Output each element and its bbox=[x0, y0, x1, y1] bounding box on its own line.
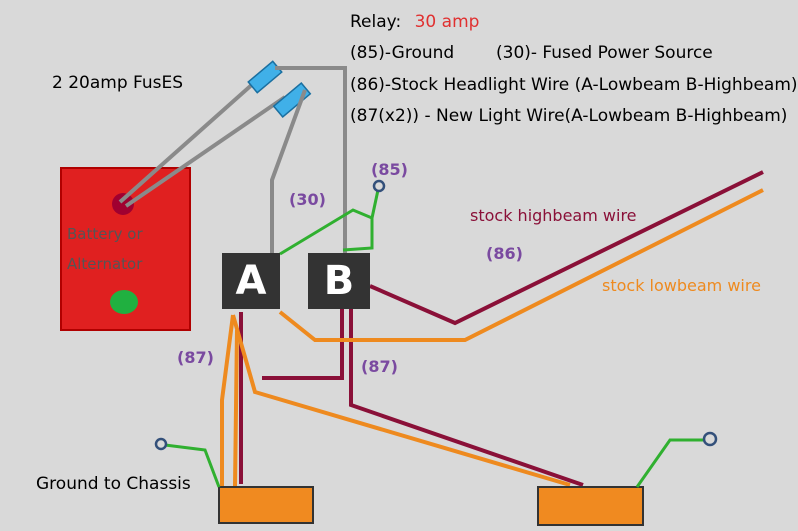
pin-87-right-label: (87) bbox=[361, 357, 398, 376]
legend-ground: (85)-Ground bbox=[350, 43, 455, 63]
battery-to-fuse2-wire bbox=[124, 95, 287, 208]
stock-lowbeam-wire bbox=[278, 188, 764, 342]
relay-b-highbeam-lamp-wire bbox=[349, 305, 584, 487]
battery-label-line1: Battery or bbox=[67, 225, 143, 243]
relay-ground-terminal bbox=[372, 179, 386, 193]
battery-to-fuse1-wire bbox=[118, 80, 257, 204]
legend-power: (30)- Fused Power Source bbox=[496, 43, 713, 63]
pin-86-label: (86) bbox=[486, 244, 523, 263]
legend-new-light: (87(x2)) - New Light Wire(A-Lowbeam B-Hi… bbox=[350, 106, 788, 126]
left-headlight bbox=[218, 486, 314, 524]
relay-a-lowbeam-87-wire bbox=[220, 314, 235, 486]
ground-chassis-label: Ground to Chassis bbox=[36, 474, 191, 494]
battery-positive-post bbox=[112, 193, 134, 215]
highbeam-wire-label: stock highbeam wire bbox=[470, 206, 637, 225]
battery-label-line2: Alternator bbox=[67, 255, 143, 273]
relay-a-lowbeam-short bbox=[233, 329, 239, 487]
relay-title-text: Relay: bbox=[350, 12, 402, 32]
relay-ground-wire bbox=[279, 208, 374, 256]
fuse1-to-relay-b-wire bbox=[275, 66, 347, 253]
battery-label: Battery or Alternator bbox=[67, 219, 143, 279]
fuse2-to-relay-a-wire bbox=[270, 89, 307, 253]
stock-highbeam-wire bbox=[369, 170, 764, 326]
relay-b-highbeam-87-wire bbox=[262, 305, 344, 380]
left-chassis-ground-terminal bbox=[154, 437, 168, 451]
wiring-diagram bbox=[60, 60, 764, 526]
right-headlight bbox=[537, 486, 644, 526]
fuses-label: 2 20amp FusES bbox=[52, 73, 184, 93]
pin-87-left-label: (87) bbox=[177, 348, 214, 367]
relay-title: Relay: 30 amp bbox=[350, 12, 479, 32]
relay-a: A bbox=[222, 253, 280, 309]
left-chassis-ground-wire bbox=[164, 443, 221, 488]
battery-negative-dot bbox=[110, 290, 138, 314]
right-chassis-ground-wire bbox=[635, 438, 704, 488]
legend-stock-headlight: (86)-Stock Headlight Wire (A-Lowbeam B-H… bbox=[350, 75, 798, 95]
relay-amp: 30 amp bbox=[414, 12, 480, 32]
relay-a-lowbeam-lamp-wire bbox=[231, 314, 571, 487]
relay-ground-lead bbox=[370, 189, 380, 219]
pin-85-label: (85) bbox=[371, 160, 408, 179]
fuse-2 bbox=[272, 82, 312, 118]
pin-30-label: (30) bbox=[289, 190, 326, 209]
right-chassis-ground-terminal bbox=[702, 431, 718, 447]
relay-b: B bbox=[308, 253, 370, 309]
lowbeam-wire-label: stock lowbeam wire bbox=[602, 276, 761, 295]
